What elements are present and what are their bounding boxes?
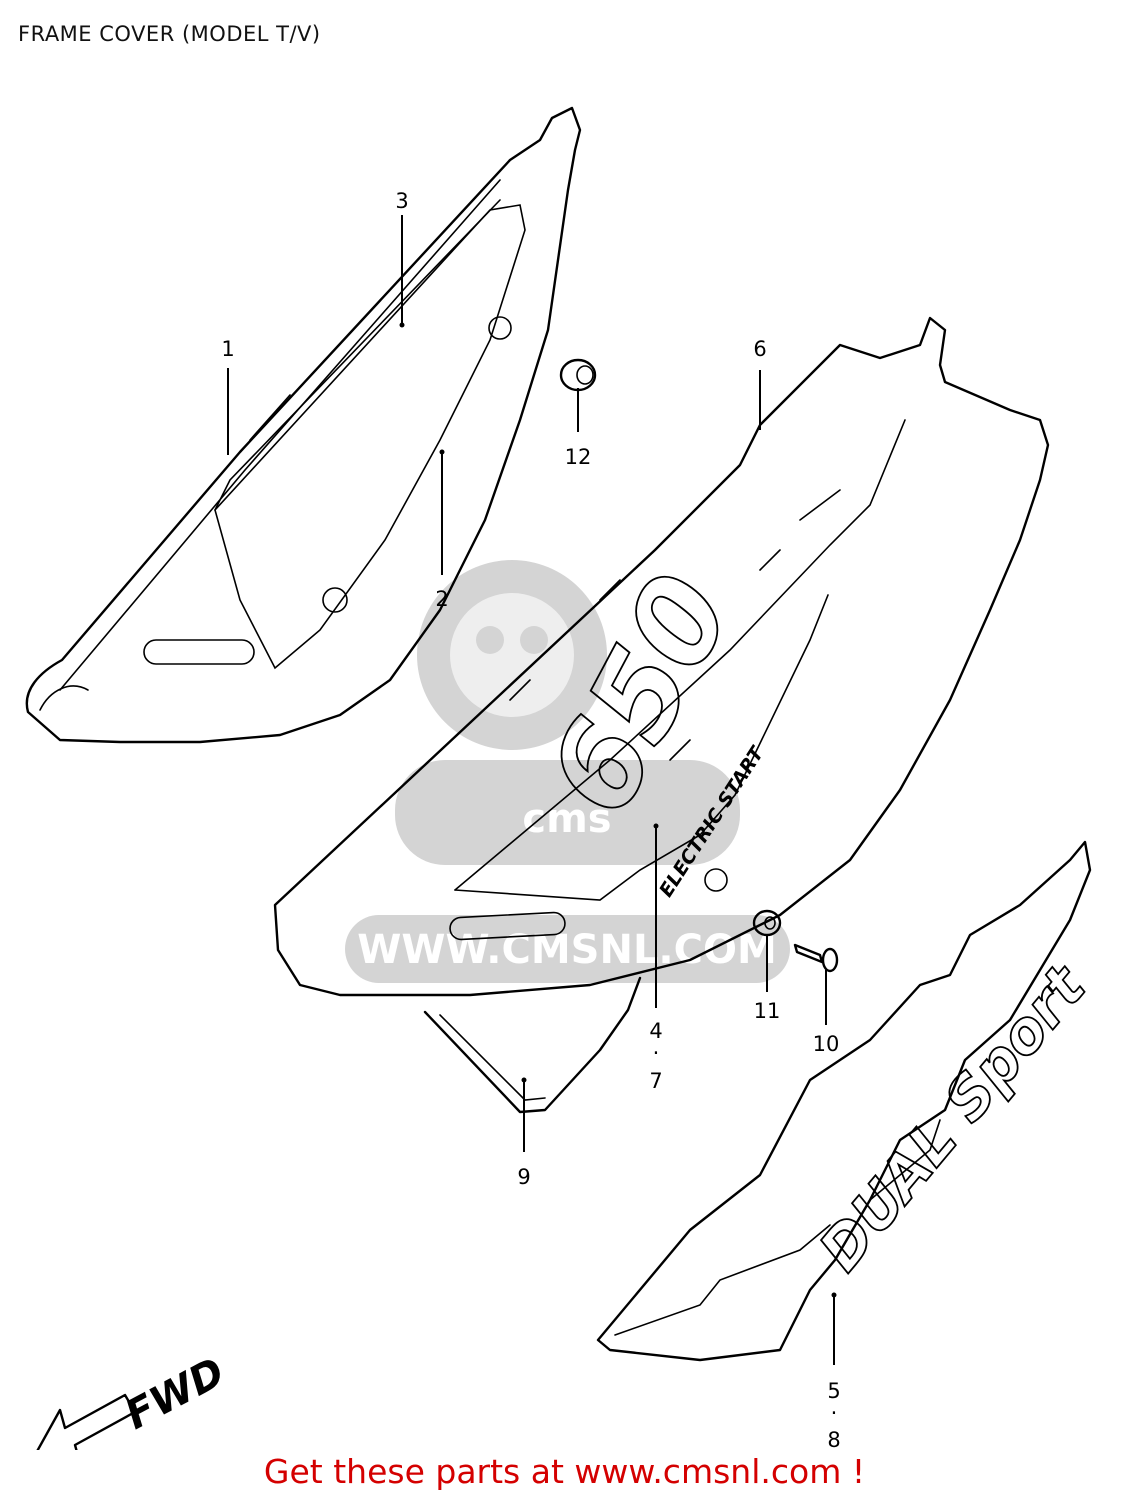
fwd-label: FWD: [118, 1349, 232, 1439]
part-lower-cover: [423, 976, 642, 1114]
watermark-logo-badge: [395, 760, 740, 865]
callout-1: 1: [221, 337, 234, 361]
callout-6: 6: [753, 337, 766, 361]
part-grommet: [559, 358, 597, 392]
part-screw: [793, 943, 839, 973]
callout-4: 4: [649, 1019, 662, 1043]
callout-11: 11: [754, 999, 781, 1023]
watermark-url-badge: [345, 915, 790, 983]
callout-2: 2: [435, 587, 448, 611]
callouts: 1 2 3 12 6 4 · 7 9 11 10 5 · 8: [221, 189, 840, 1450]
callout-4-7-separator: ·: [653, 1041, 660, 1065]
footer-link[interactable]: Get these parts at www.cmsnl.com !: [263, 1452, 866, 1491]
callout-10: 10: [813, 1032, 840, 1056]
callout-9: 9: [517, 1165, 530, 1189]
watermark-url-text: WWW.CMSNL.COM: [357, 927, 777, 973]
callout-7: 7: [649, 1069, 662, 1093]
part-frame-cover-left: [25, 106, 582, 744]
decal-dual-sport-text: DUAL Sport: [806, 951, 1100, 1283]
fwd-arrow-icon: [36, 1393, 137, 1450]
watermark-logo-text: cms: [522, 796, 611, 842]
callout-8: 8: [827, 1428, 840, 1450]
page-title: FRAME COVER (MODEL T/V): [18, 22, 321, 46]
leader-lines: [227, 215, 837, 1365]
callout-3: 3: [395, 189, 408, 213]
parts-diagram: cms WWW.CMSNL.COM 650 ELECTRIC START: [25, 106, 1101, 1450]
fwd-indicator: FWD: [36, 1349, 232, 1450]
watermark: cms WWW.CMSNL.COM: [345, 560, 790, 983]
part-frame-cover-right: 650 ELECTRIC START: [273, 316, 1050, 997]
callout-5: 5: [827, 1379, 840, 1403]
callout-12: 12: [565, 445, 592, 469]
callout-5-8-separator: ·: [831, 1401, 838, 1425]
